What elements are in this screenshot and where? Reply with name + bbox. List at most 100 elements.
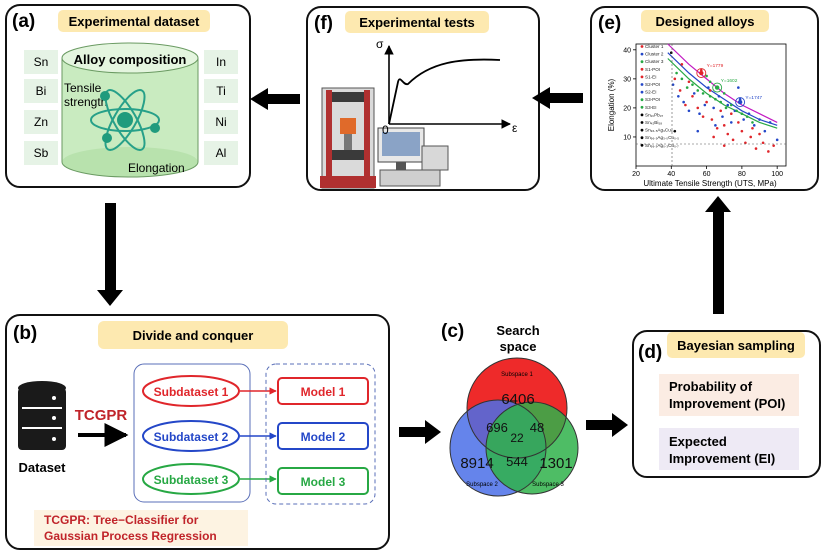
annotation-label: Y=1602: [721, 78, 738, 84]
data-point: [698, 112, 701, 116]
element-label: Zn: [34, 115, 48, 129]
data-point: [754, 147, 758, 150]
model-1-box: [277, 377, 369, 405]
legend-entry: Sn₉₆.₅Ag₃Cu₀.₅: [645, 128, 676, 133]
legend-marker: [640, 45, 644, 48]
data-point: [682, 100, 685, 104]
data-point: [696, 89, 700, 92]
panel-e-title: Designed alloys: [656, 14, 755, 29]
atom-icon: [90, 89, 160, 151]
data-point: [673, 77, 677, 81]
element-label: In: [216, 55, 226, 69]
data-point: [722, 92, 726, 95]
data-point: [705, 74, 708, 78]
data-point: [691, 83, 694, 86]
data-point: [708, 89, 712, 92]
search-space-title-2: space: [500, 339, 537, 354]
panel-b-title: Divide and conquer: [133, 328, 254, 343]
data-point: [673, 129, 677, 133]
count-all: 22: [510, 431, 524, 445]
data-point: [722, 144, 726, 147]
data-point: [714, 97, 717, 101]
data-point: [685, 86, 689, 89]
subspace-1-label: Subspace 1: [501, 372, 533, 378]
legend-marker: [640, 121, 644, 124]
data-point: [729, 103, 733, 107]
strain-axis-label: ε: [512, 121, 518, 135]
subdataset-3-oval: [142, 463, 240, 495]
count-only-1: 6406: [501, 391, 534, 408]
panel-f-title: Experimental tests: [359, 15, 475, 30]
subdataset-container: [133, 363, 251, 503]
data-point: [719, 109, 723, 113]
data-point: [731, 138, 735, 142]
designed-alloy-point: [737, 99, 743, 105]
legend-marker: [640, 113, 644, 117]
data-point: [747, 112, 751, 116]
data-point: [749, 135, 753, 139]
legend-entry: S1-EI: [645, 74, 657, 79]
element-chip: [204, 141, 238, 165]
element-label: Bi: [36, 84, 47, 98]
plot-area: [635, 43, 787, 167]
data-point: [768, 121, 772, 124]
data-point: [758, 132, 761, 136]
origin-label: 0: [382, 123, 389, 137]
data-point: [767, 150, 770, 153]
highlight-ring: [712, 82, 723, 93]
right-element-list: In Ti Ni Al: [204, 50, 238, 165]
x-tick-label: 100: [771, 171, 783, 178]
data-point: [671, 83, 675, 86]
data-point: [744, 141, 747, 145]
data-point: [735, 109, 738, 113]
data-point: [722, 124, 726, 127]
x-tick-label: 20: [632, 171, 640, 178]
subdataset-2-label: Subdataset 2: [154, 430, 229, 444]
arrow-b-to-c: [399, 420, 441, 444]
data-point: [772, 144, 775, 147]
legend-entry: S3-POI: [645, 97, 660, 102]
panel-e-title-box: [641, 10, 769, 32]
panel-a-letter: (a): [12, 11, 35, 32]
data-point: [738, 97, 742, 101]
data-point: [745, 115, 749, 118]
data-point: [677, 94, 680, 98]
data-point: [703, 103, 707, 107]
model-3-label: Model 3: [301, 475, 346, 489]
model-2-label: Model 2: [301, 430, 346, 444]
data-point: [692, 92, 696, 95]
stress-axis-label: σ: [376, 37, 384, 51]
data-point: [758, 118, 761, 121]
data-point: [705, 100, 708, 104]
footnote-line-1: TCGPR: Tree−Classifier for: [44, 513, 199, 527]
stress-strain-plot: σ ε 0: [376, 37, 518, 137]
legend-entry: Sn₁₀Pb₃₇: [645, 112, 664, 117]
poi-line-1: Probability of: [669, 379, 753, 394]
tensile-machine-icon: [320, 87, 376, 189]
count-only-2: 8914: [460, 455, 493, 472]
x-tick-label: 40: [667, 171, 675, 178]
panel-f: (f) Experimental tests σ ε: [306, 6, 540, 191]
data-point: [742, 118, 745, 121]
panel-e-frame: [590, 6, 819, 191]
element-chip: [204, 110, 238, 134]
data-point: [712, 135, 715, 139]
element-label: Ni: [215, 115, 226, 129]
legend-entry: S2-EI: [645, 90, 657, 95]
legend-entry: Sn₉₉.₃Ag₀.₃Cu₀.₇: [645, 143, 679, 148]
data-point: [717, 94, 721, 98]
legend-entry: S2-POI: [645, 82, 660, 87]
data-point: [691, 94, 694, 98]
element-chip: [24, 141, 58, 165]
data-point: [696, 106, 700, 110]
designed-alloy-point: [714, 85, 720, 90]
data-point: [775, 138, 779, 142]
flow-arrows: [97, 87, 731, 444]
data-point: [687, 80, 691, 84]
ei-box: [659, 428, 799, 470]
subspace-3-label: Subspace 3: [532, 482, 564, 488]
method-label: TCGPR: [75, 407, 128, 424]
data-point: [715, 126, 719, 130]
panel-b: (b) Divide and conquer Dataset TCGPR Sub…: [5, 314, 390, 550]
